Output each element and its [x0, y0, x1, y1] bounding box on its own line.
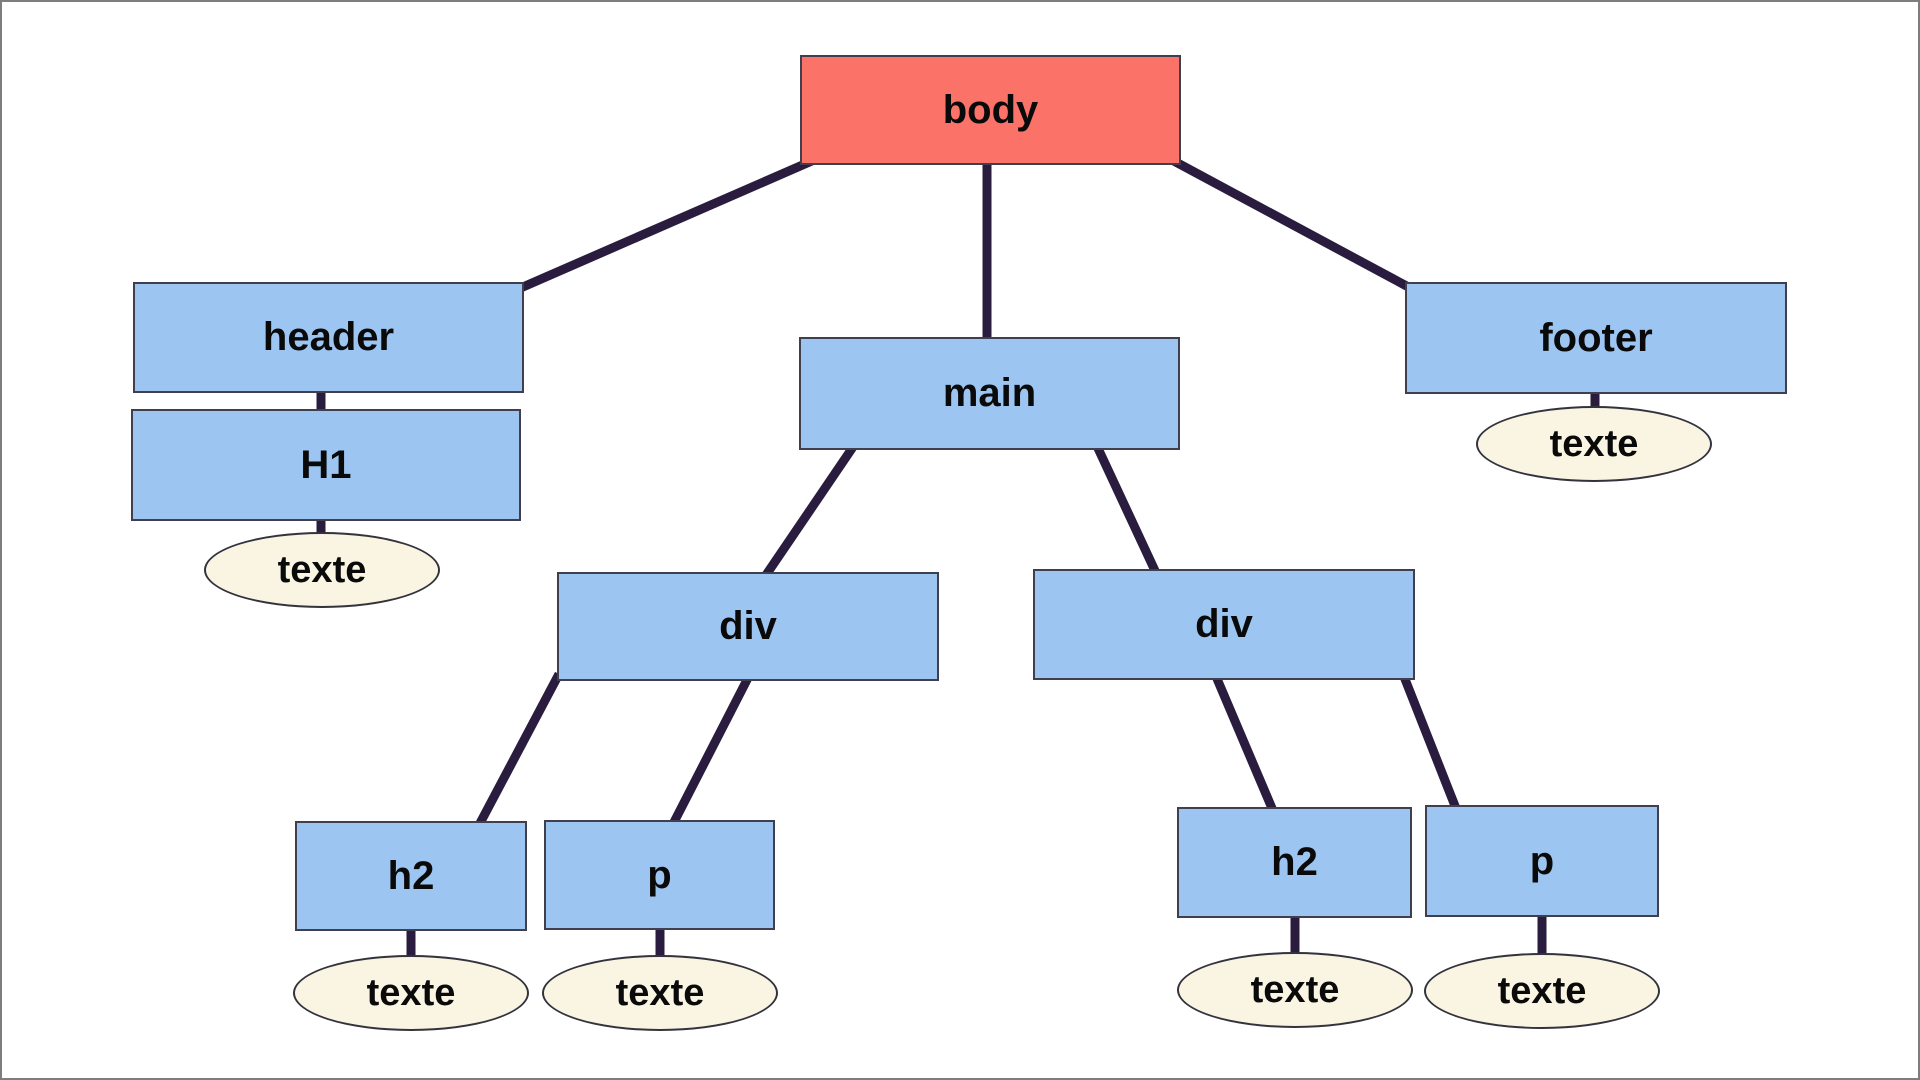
node-body-label: body: [942, 87, 1039, 132]
node-div-left: div: [557, 572, 939, 681]
node-h2-right-label: h2: [1271, 840, 1318, 884]
text-node-p-left: texte: [542, 955, 778, 1031]
node-main-label: main: [942, 371, 1037, 415]
node-footer-label: footer: [1539, 315, 1653, 360]
node-body: body: [800, 55, 1181, 165]
edge-div-right-h2: [1210, 672, 1279, 815]
node-div-left-label: div: [719, 604, 777, 648]
text-node-h2-right-label: texte: [1250, 968, 1340, 1011]
edge-div-left-p: [667, 671, 755, 829]
text-node-p-right: texte: [1424, 953, 1660, 1029]
edge-body-footer: [1169, 156, 1417, 294]
node-header: header: [133, 282, 524, 393]
node-div-right: div: [1033, 569, 1415, 680]
node-p-left: p: [544, 820, 775, 930]
node-footer: footer: [1405, 282, 1787, 394]
node-p-right: p: [1425, 805, 1659, 917]
node-header-label: header: [262, 315, 395, 359]
text-node-h1-label: texte: [277, 548, 367, 591]
edge-div-left-h2: [474, 671, 563, 830]
edge-main-div-left: [760, 441, 859, 581]
edge-div-right-p: [1398, 672, 1462, 813]
edge-body-header: [514, 155, 816, 295]
node-h2-left-label: h2: [387, 853, 435, 898]
text-node-h2-left-label: texte: [366, 971, 456, 1014]
node-p-right-label: p: [1529, 838, 1555, 883]
text-node-h2-left: texte: [293, 955, 529, 1031]
node-h1-label: H1: [300, 442, 352, 487]
edge-main-div-right: [1091, 442, 1162, 577]
text-node-footer-label: texte: [1549, 422, 1639, 465]
text-node-h1: texte: [204, 532, 440, 608]
text-node-p-left-label: texte: [615, 971, 705, 1014]
node-h2-left: h2: [295, 821, 527, 931]
node-div-right-label: div: [1195, 602, 1253, 646]
text-node-footer: texte: [1476, 406, 1712, 482]
node-h1: H1: [131, 409, 521, 521]
text-node-p-right-label: texte: [1497, 969, 1587, 1012]
node-h2-right: h2: [1177, 807, 1412, 918]
node-p-left-label: p: [647, 852, 672, 897]
text-node-h2-right: texte: [1177, 952, 1413, 1028]
node-main: main: [799, 337, 1180, 450]
